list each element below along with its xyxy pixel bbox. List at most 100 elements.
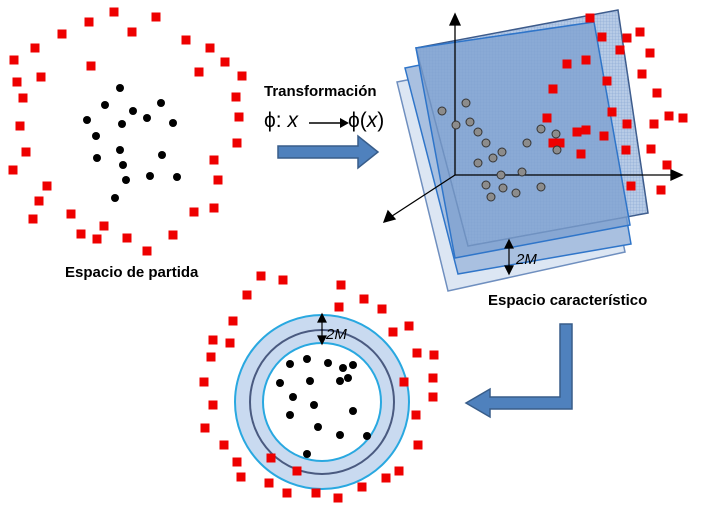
black-dot xyxy=(336,377,344,385)
black-dot xyxy=(286,411,294,419)
black-dot xyxy=(339,364,347,372)
red-square xyxy=(12,77,22,87)
grey-dot xyxy=(473,127,483,137)
red-square xyxy=(637,69,647,79)
black-dot xyxy=(93,154,101,162)
red-square xyxy=(645,48,655,58)
black-dot xyxy=(306,377,314,385)
red-square xyxy=(199,377,209,387)
formula-x: x xyxy=(287,109,298,132)
grey-dot xyxy=(522,138,532,148)
ring-margin-marker xyxy=(317,312,327,346)
red-square xyxy=(228,316,238,326)
transformation-formula: ϕ: x xyxy=(264,109,298,132)
red-square xyxy=(311,488,321,498)
phi-symbol: ϕ xyxy=(264,109,276,132)
red-square xyxy=(428,373,438,383)
red-square xyxy=(548,138,558,148)
feature-space-label: Espacio característico xyxy=(488,292,648,309)
red-square xyxy=(122,233,132,243)
red-square xyxy=(225,338,235,348)
red-square xyxy=(621,145,631,155)
red-square xyxy=(36,72,46,82)
red-square xyxy=(109,7,119,17)
red-square xyxy=(662,160,672,170)
red-square xyxy=(28,214,38,224)
red-square xyxy=(200,423,210,433)
return-arrow xyxy=(464,323,573,419)
black-dot xyxy=(349,407,357,415)
red-square xyxy=(542,113,552,123)
red-square xyxy=(622,33,632,43)
transformation-label: Transformación xyxy=(264,83,377,100)
red-square xyxy=(656,185,666,195)
data-points xyxy=(8,7,688,503)
red-square xyxy=(142,246,152,256)
grey-dot xyxy=(497,147,507,157)
black-dot xyxy=(349,361,357,369)
red-square xyxy=(84,17,94,27)
red-square xyxy=(602,76,612,86)
red-square xyxy=(92,234,102,244)
black-dot xyxy=(146,172,154,180)
phi-symbol-result: ϕ xyxy=(348,109,360,132)
red-square xyxy=(208,400,218,410)
red-square xyxy=(42,181,52,191)
black-dot xyxy=(101,101,109,109)
transformation-arrow xyxy=(277,134,380,170)
red-square xyxy=(282,488,292,498)
red-square xyxy=(622,119,632,129)
feature-space-planes xyxy=(396,9,649,292)
black-dot xyxy=(303,355,311,363)
red-square xyxy=(572,127,582,137)
red-square xyxy=(242,290,252,300)
red-square xyxy=(181,35,191,45)
black-dot xyxy=(118,120,126,128)
black-dot xyxy=(286,360,294,368)
black-dot xyxy=(119,161,127,169)
red-square xyxy=(394,466,404,476)
feature-space-axes xyxy=(382,12,684,223)
red-square xyxy=(562,59,572,69)
red-square xyxy=(8,165,18,175)
red-square xyxy=(209,203,219,213)
red-square xyxy=(597,32,607,42)
grey-dot xyxy=(511,188,521,198)
red-square xyxy=(428,392,438,402)
red-square xyxy=(151,12,161,22)
red-square xyxy=(649,119,659,129)
red-square xyxy=(57,29,67,39)
black-dot xyxy=(158,151,166,159)
red-square xyxy=(219,440,229,450)
ring-margin-label: 2M xyxy=(326,326,347,343)
red-square xyxy=(232,457,242,467)
red-square xyxy=(548,84,558,94)
black-dot xyxy=(344,374,352,382)
red-square xyxy=(411,410,421,420)
red-square xyxy=(336,280,346,290)
margin-ring xyxy=(234,314,410,490)
grey-dot xyxy=(552,145,562,155)
red-square xyxy=(234,112,244,122)
red-square xyxy=(30,43,40,53)
red-square xyxy=(34,196,44,206)
black-dot xyxy=(324,359,332,367)
axis-horizontal-arrowhead xyxy=(670,168,684,182)
black-dot xyxy=(122,176,130,184)
red-square xyxy=(231,92,241,102)
red-square xyxy=(404,321,414,331)
black-dot xyxy=(157,99,165,107)
grey-dot xyxy=(496,170,506,180)
red-square xyxy=(237,71,247,81)
red-square xyxy=(334,302,344,312)
red-square xyxy=(607,107,617,117)
red-square xyxy=(377,304,387,314)
input-space-label: Espacio de partida xyxy=(65,264,199,281)
grey-dot xyxy=(481,138,491,148)
red-square xyxy=(576,149,586,159)
red-square xyxy=(209,155,219,165)
grey-dot xyxy=(486,192,496,202)
black-dot xyxy=(116,84,124,92)
